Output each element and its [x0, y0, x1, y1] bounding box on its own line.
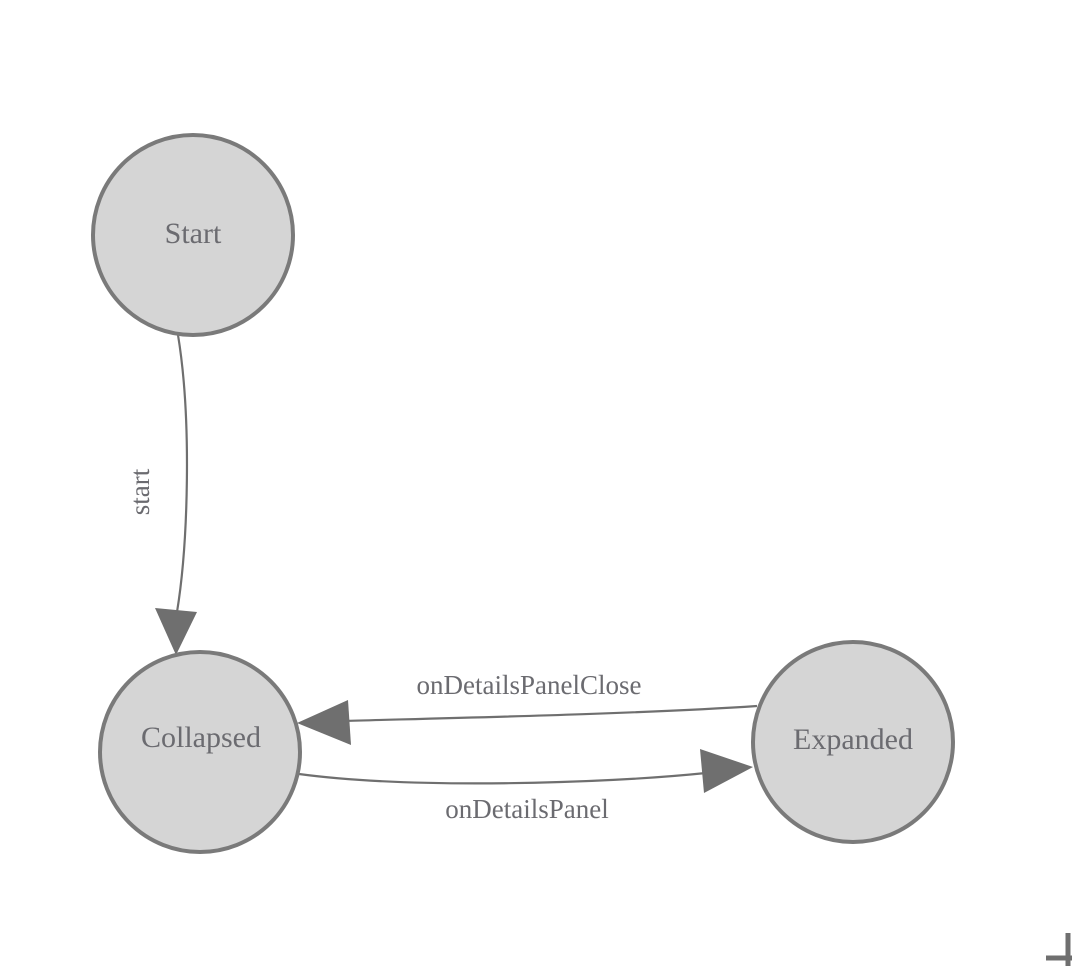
edge-expanded-to-collapsed[interactable]: onDetailsPanelClose — [297, 670, 758, 745]
state-node-collapsed-circle — [98, 650, 302, 854]
edge-label-on-details-panel-close: onDetailsPanelClose — [417, 670, 642, 700]
state-node-start-label: Start — [165, 217, 222, 250]
state-node-collapsed-label: Collapsed — [141, 721, 261, 754]
resize-handle[interactable] — [1046, 933, 1072, 966]
state-node-expanded-label: Expanded — [793, 723, 913, 756]
arrowhead-into-collapsed — [155, 608, 197, 655]
arrowhead-into-expanded — [700, 749, 753, 793]
state-node-expanded[interactable]: Expanded — [751, 640, 955, 844]
edge-path-expanded-to-collapsed — [341, 704, 758, 723]
arrowhead-into-collapsed-from-expanded — [297, 700, 351, 745]
state-node-start[interactable]: Start — [91, 133, 295, 337]
edge-path-start-to-collapsed — [175, 334, 189, 613]
state-node-start-circle — [91, 133, 295, 337]
edge-label-on-details-panel: onDetailsPanel — [445, 794, 608, 824]
edge-start-to-collapsed[interactable]: start — [125, 334, 197, 655]
edge-label-start: start — [125, 468, 155, 515]
state-node-expanded-circle — [751, 640, 955, 844]
edge-collapsed-to-expanded[interactable]: onDetailsPanel — [298, 749, 753, 824]
edge-path-collapsed-to-expanded — [298, 771, 707, 785]
state-node-collapsed[interactable]: Collapsed — [98, 650, 302, 854]
